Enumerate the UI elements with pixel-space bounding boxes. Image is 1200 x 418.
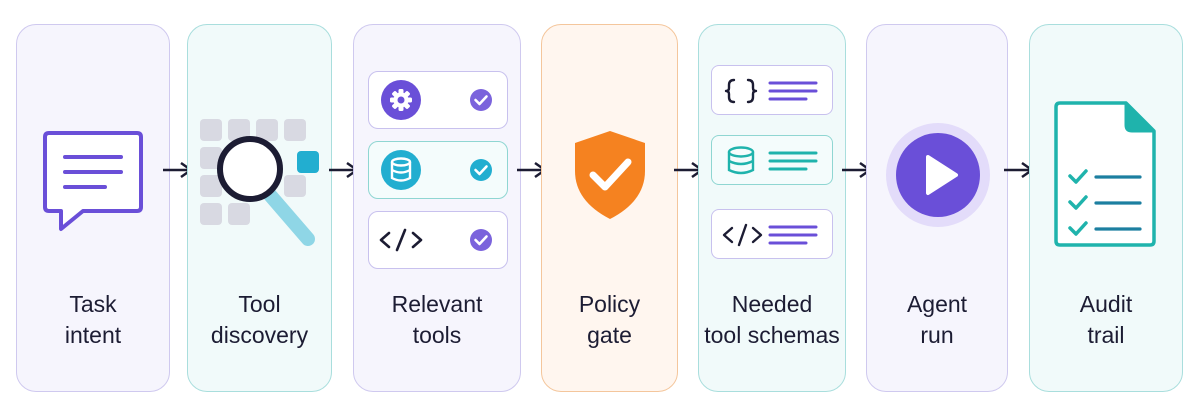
check-icon xyxy=(470,159,492,181)
gear-icon xyxy=(381,80,421,120)
check-icon xyxy=(470,89,492,111)
database-icon xyxy=(727,146,755,175)
code-icon xyxy=(379,228,423,252)
play-icon xyxy=(886,123,990,227)
tool-row-gear xyxy=(368,71,508,129)
schema-row-database xyxy=(711,135,833,185)
magnifier-icon xyxy=(200,119,319,246)
schema-row-code xyxy=(711,209,833,259)
check-icon xyxy=(470,229,492,251)
schema-row-braces xyxy=(711,65,833,115)
code-icon xyxy=(722,223,763,247)
chat-bubble-icon xyxy=(43,131,143,231)
database-icon xyxy=(381,150,421,190)
checklist-document-icon xyxy=(1054,101,1156,247)
shield-check-icon xyxy=(575,131,645,219)
braces-icon xyxy=(724,78,758,104)
tool-row-database xyxy=(368,141,508,199)
tool-row-code xyxy=(368,211,508,269)
